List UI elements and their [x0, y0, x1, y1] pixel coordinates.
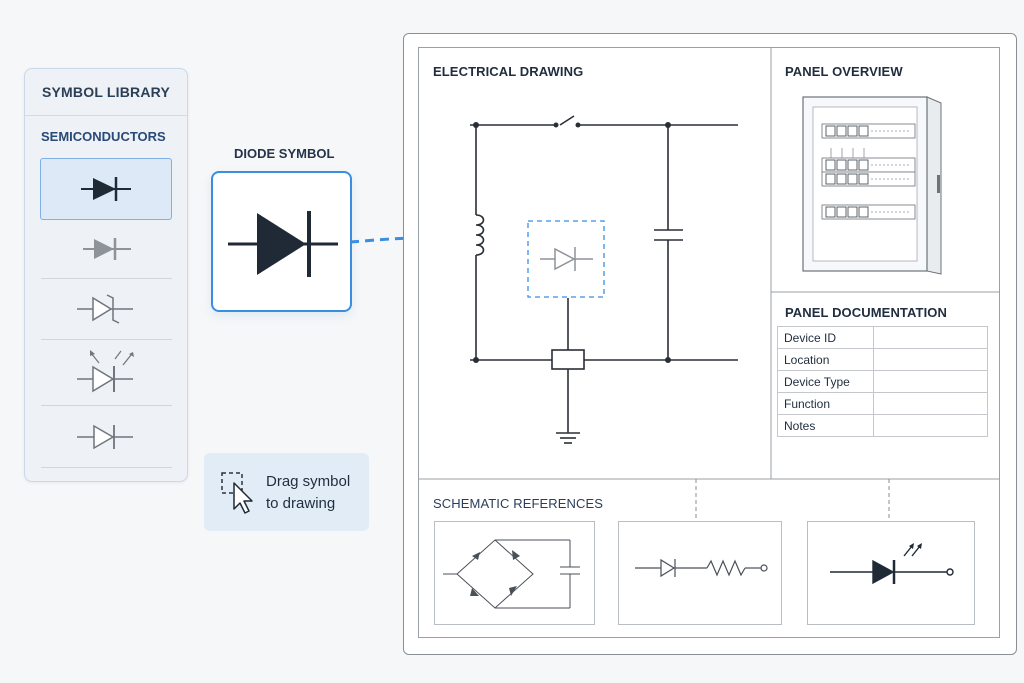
symbol-library-title: SYMBOL LIBRARY: [25, 69, 187, 116]
drag-hint-line2: to drawing: [266, 495, 336, 512]
library-item-led[interactable]: [41, 345, 172, 407]
library-item-diode-outline[interactable]: [41, 417, 172, 457]
electrical-drawing-title: ELECTRICAL DRAWING: [433, 64, 584, 79]
diode-outline-icon: [77, 424, 133, 450]
doc-label-device-id: Device ID: [777, 326, 874, 349]
reference-bridge-rectifier[interactable]: [434, 521, 595, 625]
drop-target-box[interactable]: [527, 220, 605, 298]
diode-resistor-icon: [635, 558, 768, 578]
library-item-zener-diode[interactable]: [41, 289, 172, 339]
table-row: Device Type: [777, 370, 988, 393]
panel-documentation-table: Device ID Location Device Type Function …: [777, 326, 988, 437]
panel-overview-title: PANEL OVERVIEW: [785, 64, 903, 79]
library-item-diode-gray[interactable]: [41, 229, 172, 279]
doc-label-function: Function: [777, 392, 874, 415]
doc-value-function[interactable]: [873, 392, 988, 415]
table-row: Function: [777, 392, 988, 415]
reference-led-circuit[interactable]: [807, 521, 975, 625]
table-row: Device ID: [777, 326, 988, 349]
led-icon: [77, 350, 134, 393]
bridge-rectifier-icon: [443, 539, 580, 609]
panel-documentation-title: PANEL DOCUMENTATION: [785, 305, 947, 320]
drag-hint-line1: Drag symbol: [266, 473, 351, 490]
zener-diode-icon: [77, 294, 133, 324]
library-item-diode[interactable]: [40, 158, 172, 220]
doc-value-location[interactable]: [873, 348, 988, 371]
symbol-library-panel: SYMBOL LIBRARY SEMICONDUCTORS: [24, 68, 188, 482]
drawing-sheet-border: [418, 47, 1000, 638]
diode-gray-icon: [83, 238, 131, 260]
drag-cursor-icon: [221, 472, 253, 514]
schematic-references-title: SCHEMATIC REFERENCES: [433, 496, 604, 511]
doc-label-location: Location: [777, 348, 874, 371]
diode-icon: [228, 211, 338, 277]
diode-symbol-card[interactable]: [211, 171, 352, 312]
table-row: Notes: [777, 414, 988, 437]
led-circuit-icon: [830, 543, 954, 585]
doc-value-notes[interactable]: [873, 414, 988, 437]
diode-icon: [81, 177, 131, 201]
doc-value-device-type[interactable]: [873, 370, 988, 393]
doc-label-notes: Notes: [777, 414, 874, 437]
table-row: Location: [777, 348, 988, 371]
doc-value-device-id[interactable]: [873, 326, 988, 349]
dropped-diode-icon: [540, 247, 593, 271]
drag-hint-box: Drag symbol to drawing: [204, 453, 369, 531]
reference-diode-resistor[interactable]: [618, 521, 782, 625]
doc-label-device-type: Device Type: [777, 370, 874, 393]
diode-symbol-label: DIODE SYMBOL: [234, 146, 335, 161]
semiconductors-section-label: SEMICONDUCTORS: [41, 129, 166, 144]
